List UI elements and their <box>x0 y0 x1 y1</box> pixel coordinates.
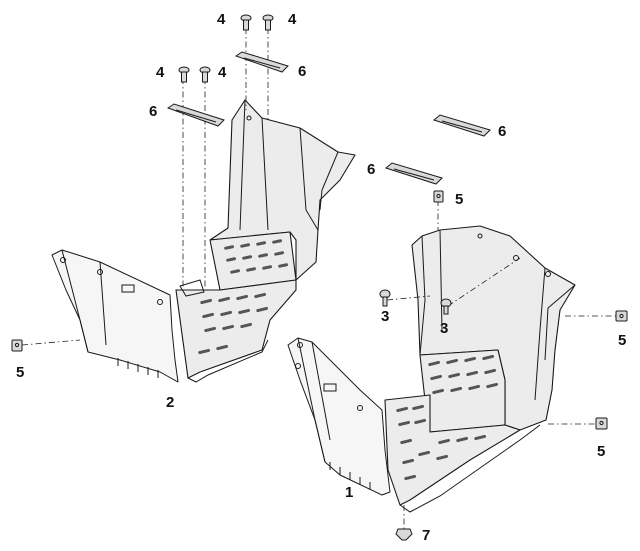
callout-4-c: 4 <box>156 64 165 81</box>
bolt-4b <box>262 14 274 31</box>
strip-6b <box>166 103 225 127</box>
callout-3-a: 3 <box>381 308 389 325</box>
callout-4-d: 4 <box>218 64 227 81</box>
callout-6-b: 6 <box>149 103 157 120</box>
strip-6c <box>432 114 491 137</box>
callout-2: 2 <box>166 394 174 411</box>
callout-7: 7 <box>422 527 430 544</box>
clip-5d <box>595 417 608 430</box>
callout-5-b: 5 <box>618 332 626 349</box>
callout-3-b: 3 <box>440 320 448 337</box>
clip-5b <box>433 190 444 203</box>
clip-5c <box>615 310 628 322</box>
callout-4-a: 4 <box>217 11 226 28</box>
callout-6-d: 6 <box>367 161 375 178</box>
strip-6a <box>234 51 289 73</box>
strip-6d <box>384 162 443 185</box>
left-footwell-part-2 <box>51 99 356 383</box>
callout-6-c: 6 <box>498 123 506 140</box>
bolt-4a <box>240 14 252 31</box>
screw-3a <box>379 289 391 307</box>
callout-5-d: 5 <box>597 443 605 460</box>
callout-5-a: 5 <box>455 191 463 208</box>
hardware <box>11 14 628 541</box>
callouts: 4 4 4 4 6 6 6 6 5 3 3 5 5 2 5 1 7 <box>16 11 626 544</box>
clip-5a <box>11 339 23 352</box>
nut-7 <box>395 528 413 541</box>
right-footwell-part-1 <box>287 225 576 513</box>
bolt-4c <box>178 66 190 83</box>
callout-4-b: 4 <box>288 11 297 28</box>
callout-5-c: 5 <box>16 364 24 381</box>
callout-1: 1 <box>345 484 353 501</box>
callout-6-a: 6 <box>298 63 306 80</box>
leader-lines <box>21 28 620 530</box>
screw-3b <box>440 298 452 315</box>
bolt-4d <box>199 66 211 83</box>
